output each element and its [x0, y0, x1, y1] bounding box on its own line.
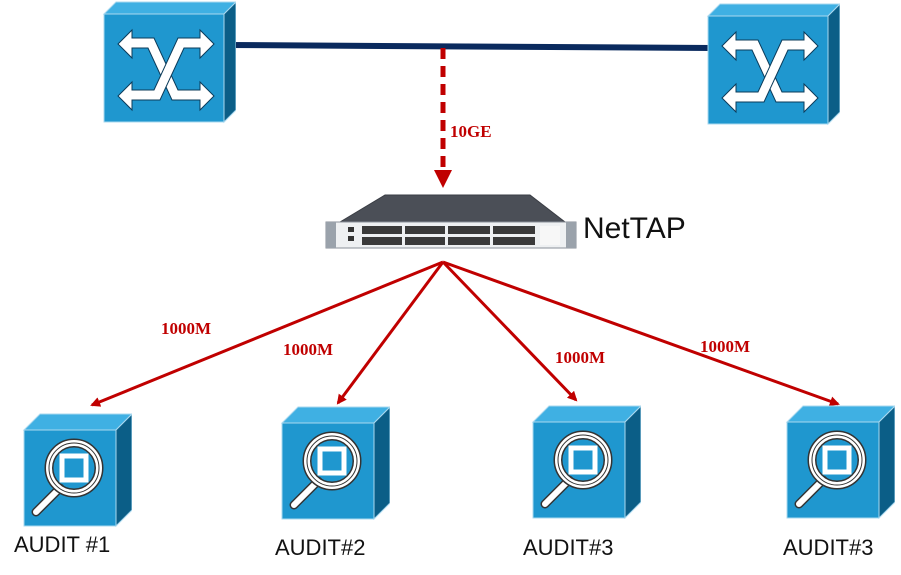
nettap-ports [362, 226, 535, 245]
audit-device-3: AUDIT#3 [523, 406, 641, 560]
audit-magnifier-icon [282, 407, 390, 519]
nettap-device [325, 194, 577, 249]
audit-magnifier-icon [787, 406, 895, 518]
audit-device-2-label: AUDIT#2 [275, 535, 365, 560]
audit-device-4: AUDIT#3 [783, 406, 895, 560]
tap-link-arrowhead [434, 170, 452, 188]
nettap-label: NetTAP [583, 212, 686, 245]
audit-device-1-label: AUDIT #1 [14, 532, 110, 557]
audit-link-4-label: 1000M [700, 337, 750, 356]
switch-icon [103, 1, 236, 123]
audit-device-3-label: AUDIT#3 [523, 535, 613, 560]
audit-link-1-label: 1000M [161, 319, 211, 338]
trunk-link [227, 42, 713, 51]
audit-magnifier-icon [24, 414, 132, 526]
switch-right [707, 3, 840, 125]
switch-left [103, 1, 236, 123]
audit-link-2 [336, 261, 445, 405]
audit-link-1 [90, 260, 444, 407]
audit-link-2-label: 1000M [283, 340, 333, 359]
audit-magnifier-icon [533, 406, 641, 518]
audit-link-4 [442, 260, 840, 406]
audit-device-4-label: AUDIT#3 [783, 535, 873, 560]
audit-device-1: AUDIT #1 [14, 414, 132, 557]
tap-link-label: 10GE [450, 122, 492, 141]
audit-link-3-label: 1000M [555, 348, 605, 367]
audit-link-3 [441, 260, 578, 402]
audit-device-2: AUDIT#2 [275, 407, 390, 560]
switch-icon [707, 3, 840, 125]
